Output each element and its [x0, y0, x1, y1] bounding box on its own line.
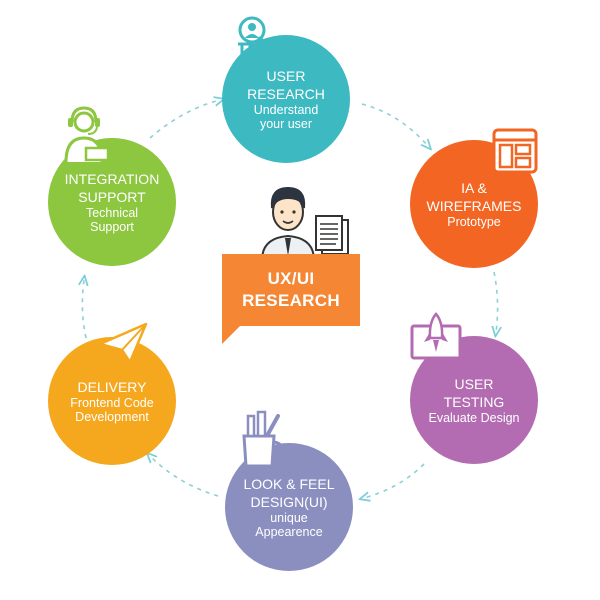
node-title: USER: [454, 376, 494, 392]
node-delivery: DELIVERY Frontend Code Development: [48, 337, 176, 465]
support-agent-icon: [62, 104, 110, 167]
node-subtitle: Evaluate Design: [428, 411, 520, 425]
node-title: LOOK & FEEL: [243, 476, 335, 492]
arrow-testing-to-look: [364, 463, 425, 498]
center-title-line: RESEARCH: [242, 291, 340, 310]
researcher-avatar-icon: [258, 180, 354, 265]
node-title: IA &: [461, 180, 487, 196]
arrow-research-to-ia: [361, 103, 428, 146]
node-title: DELIVERY: [77, 379, 147, 395]
node-subtitle: Understand: [253, 103, 319, 117]
arrow-support-to-research: [149, 100, 220, 139]
wireframe-icon: [492, 128, 538, 179]
node-title: RESEARCH: [247, 86, 325, 102]
node-subtitle: Appearence: [255, 525, 323, 539]
node-subtitle: Frontend Code: [70, 396, 154, 410]
node-title: WIREFRAMES: [426, 198, 522, 214]
node-integration-support: INTEGRATION SUPPORT Technical Support: [48, 138, 176, 266]
rocket-monitor-icon: [410, 312, 466, 375]
node-title: DESIGN(UI): [250, 494, 328, 510]
arrow-ia-to-testing: [494, 271, 498, 332]
node-subtitle: your user: [259, 117, 313, 131]
node-title: TESTING: [443, 394, 505, 410]
node-subtitle: unique: [270, 511, 308, 525]
node-title: INTEGRATION: [64, 171, 160, 187]
node-title: SUPPORT: [78, 189, 146, 205]
arrow-delivery-to-support: [82, 280, 86, 339]
node-title: USER: [266, 68, 306, 84]
node-subtitle: Prototype: [447, 215, 501, 229]
paper-plane-icon: [98, 322, 148, 371]
arrow-look-to-delivery: [150, 456, 219, 497]
magnifier-person-icon: [232, 10, 282, 77]
node-subtitle: Technical: [85, 206, 139, 220]
node-subtitle: Development: [75, 410, 149, 424]
center-title-box: UX/UI RESEARCH: [222, 254, 360, 326]
pencil-cup-icon: [236, 410, 290, 473]
node-subtitle: Support: [90, 220, 134, 234]
center-title-line: UX/UI: [267, 269, 315, 288]
